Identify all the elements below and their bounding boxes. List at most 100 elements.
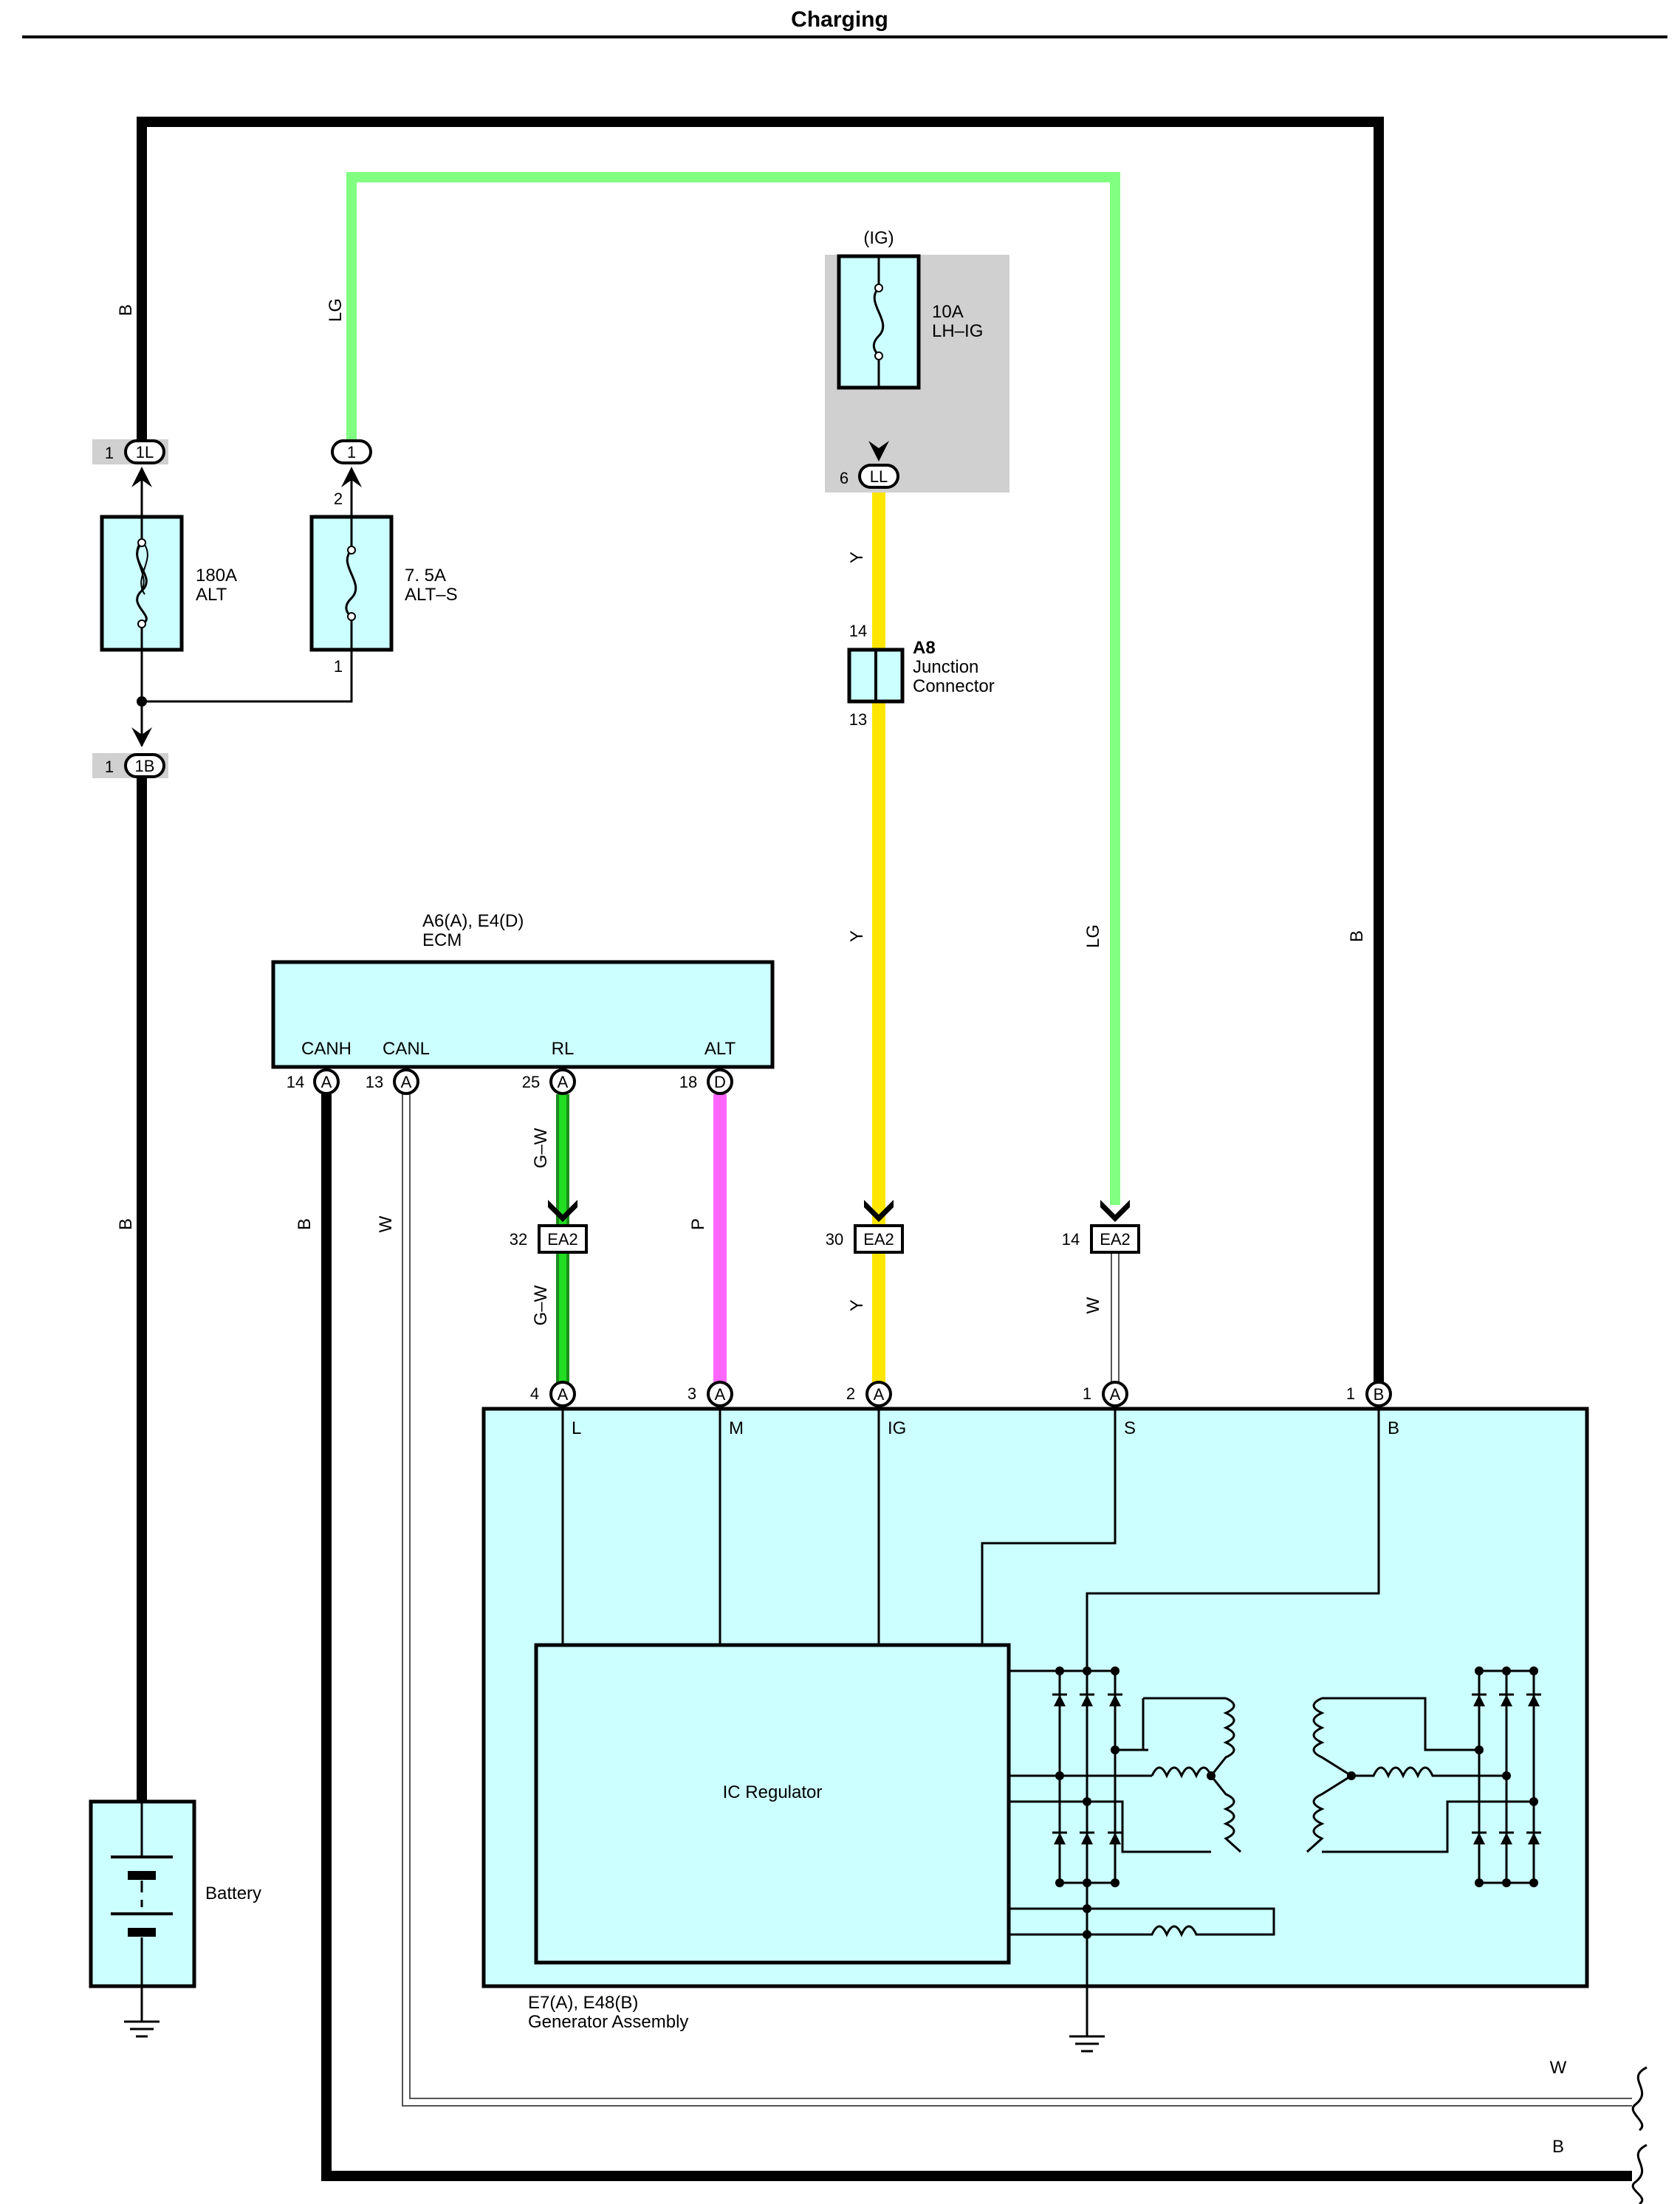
alt-s-bottom-pin: 1 — [334, 657, 343, 676]
generator-ground-icon — [1068, 2022, 1106, 2053]
wire-lg — [346, 172, 1120, 1205]
generator-codes: E7(A), E48(B) — [528, 1993, 638, 2013]
fuse-lh-ig-element — [872, 286, 885, 357]
ea2-connector-32: 32 EA2 — [510, 1200, 588, 1254]
junction-pin-bottom: 13 — [849, 710, 867, 729]
arrow-up-1l — [131, 467, 152, 487]
wire-label-b-out: B — [1552, 2137, 1564, 2157]
wire-label-gw-bot: G–W — [531, 1285, 551, 1325]
ecm-term-canh: CANH — [301, 1039, 352, 1059]
svg-text:3: 3 — [688, 1384, 696, 1403]
connector-1 — [331, 439, 372, 464]
svg-text:L: L — [572, 1418, 581, 1438]
connector-1b-code: 1B — [135, 757, 155, 775]
page-title: Charging — [791, 7, 888, 32]
ecm-term-canl: CANL — [383, 1039, 430, 1059]
connector-1l-pin: 1 — [105, 444, 114, 462]
connector-ll-pin: 6 — [840, 469, 848, 487]
connector-1l — [124, 439, 165, 464]
wire-label-y-mid: Y — [847, 930, 867, 942]
battery-ground-icon — [123, 2007, 161, 2038]
wire-label-w-canl: W — [376, 1215, 396, 1232]
wire-label-gw-top: G–W — [531, 1127, 551, 1168]
arrow-down-1b — [131, 727, 152, 747]
wire-label-b-left: B — [116, 304, 136, 316]
wire-fuse-junction — [140, 650, 353, 703]
wire-label-w-s: W — [1083, 1297, 1103, 1314]
svg-text:25: 25 — [522, 1073, 540, 1091]
wire-b-main — [137, 117, 1384, 1386]
ecm-term-alt: ALT — [704, 1039, 736, 1059]
svg-text:EA2: EA2 — [547, 1230, 578, 1249]
svg-text:A: A — [1110, 1385, 1121, 1404]
wire-label-y-top: Y — [847, 552, 867, 563]
ecm-name: ECM — [422, 930, 462, 950]
junction-name: Junction — [913, 657, 978, 677]
fuse-lh-ig-name: LH–IG — [932, 321, 983, 341]
connector-1l-code: 1L — [136, 443, 154, 461]
battery-label: Battery — [205, 1884, 261, 1903]
alt-s-top-pin: 2 — [334, 490, 343, 508]
junction-dots — [1055, 1666, 1538, 1939]
fuse-alt-s-amp: 7. 5A — [405, 566, 446, 586]
svg-text:S: S — [1124, 1418, 1136, 1438]
svg-text:18: 18 — [679, 1073, 697, 1091]
svg-text:14: 14 — [1062, 1230, 1080, 1249]
ic-regulator — [534, 1643, 1011, 1965]
svg-text:B: B — [1374, 1385, 1385, 1404]
svg-text:1: 1 — [1346, 1384, 1355, 1403]
wire-label-b-right: B — [1347, 930, 1367, 942]
wire-label-w-out: W — [1550, 2058, 1567, 2078]
connector-ll-code: LL — [870, 467, 888, 486]
wire-label-lg-left: LG — [326, 298, 346, 322]
junction-name2: Connector — [913, 676, 995, 696]
lh-ig-supply: (IG) — [863, 228, 894, 248]
svg-text:32: 32 — [510, 1230, 527, 1249]
fuse-alt-amp: 180A — [196, 566, 237, 586]
svg-text:M: M — [729, 1418, 744, 1438]
svg-text:4: 4 — [530, 1384, 539, 1403]
svg-text:2: 2 — [846, 1384, 855, 1403]
connector-1b — [124, 753, 165, 778]
svg-text:A: A — [558, 1385, 569, 1404]
svg-text:A: A — [321, 1073, 332, 1091]
fuse-alt-name: ALT — [196, 585, 227, 605]
wire-label-b-bat: B — [116, 1218, 136, 1230]
svg-text:A: A — [401, 1073, 412, 1091]
svg-text:EA2: EA2 — [1100, 1230, 1131, 1249]
svg-text:A: A — [715, 1385, 726, 1404]
fuse-lh-ig-amp: 10A — [932, 302, 964, 322]
connector-ll — [858, 464, 899, 489]
wire-label-b-canh: B — [295, 1218, 315, 1230]
connector-1b-pin: 1 — [105, 758, 114, 776]
svg-text:A: A — [558, 1073, 569, 1091]
gen-pin-b: 1 B B — [1346, 1381, 1399, 1438]
junction-pin-top: 14 — [849, 622, 867, 640]
ecm-pin-canh: 14 A — [287, 1068, 340, 1095]
arrow-up-1 — [341, 467, 362, 487]
ea2-connector-30: 30 EA2 — [826, 1200, 904, 1254]
gen-pin-m: 3 A M — [688, 1381, 744, 1438]
break-symbol-b — [1631, 2143, 1648, 2204]
svg-text:1: 1 — [1083, 1384, 1091, 1403]
svg-text:A: A — [874, 1385, 885, 1404]
ecm-box — [271, 960, 775, 1069]
svg-text:IG: IG — [888, 1418, 906, 1438]
generator-name: Generator Assembly — [528, 2012, 688, 2032]
wire-label-lg-right: LG — [1083, 924, 1103, 948]
svg-text:13: 13 — [366, 1073, 383, 1091]
wire-label-y-bot: Y — [847, 1300, 867, 1311]
ic-regulator-label: IC Regulator — [723, 1782, 823, 1802]
connector-1-code: 1 — [347, 443, 356, 461]
gen-pin-ig: 2 A IG — [846, 1381, 906, 1438]
ecm-pin-canl: 13 A — [366, 1068, 419, 1095]
svg-text:EA2: EA2 — [863, 1230, 894, 1249]
arrow-down-ll — [868, 441, 889, 461]
gen-pin-s: 1 A S — [1083, 1381, 1136, 1438]
svg-text:14: 14 — [287, 1073, 304, 1091]
ea2-connector-14: 14 EA2 — [1062, 1200, 1140, 1254]
wire-label-p-alt: P — [688, 1218, 708, 1230]
svg-text:30: 30 — [826, 1230, 843, 1249]
ecm-codes: A6(A), E4(D) — [422, 911, 524, 931]
